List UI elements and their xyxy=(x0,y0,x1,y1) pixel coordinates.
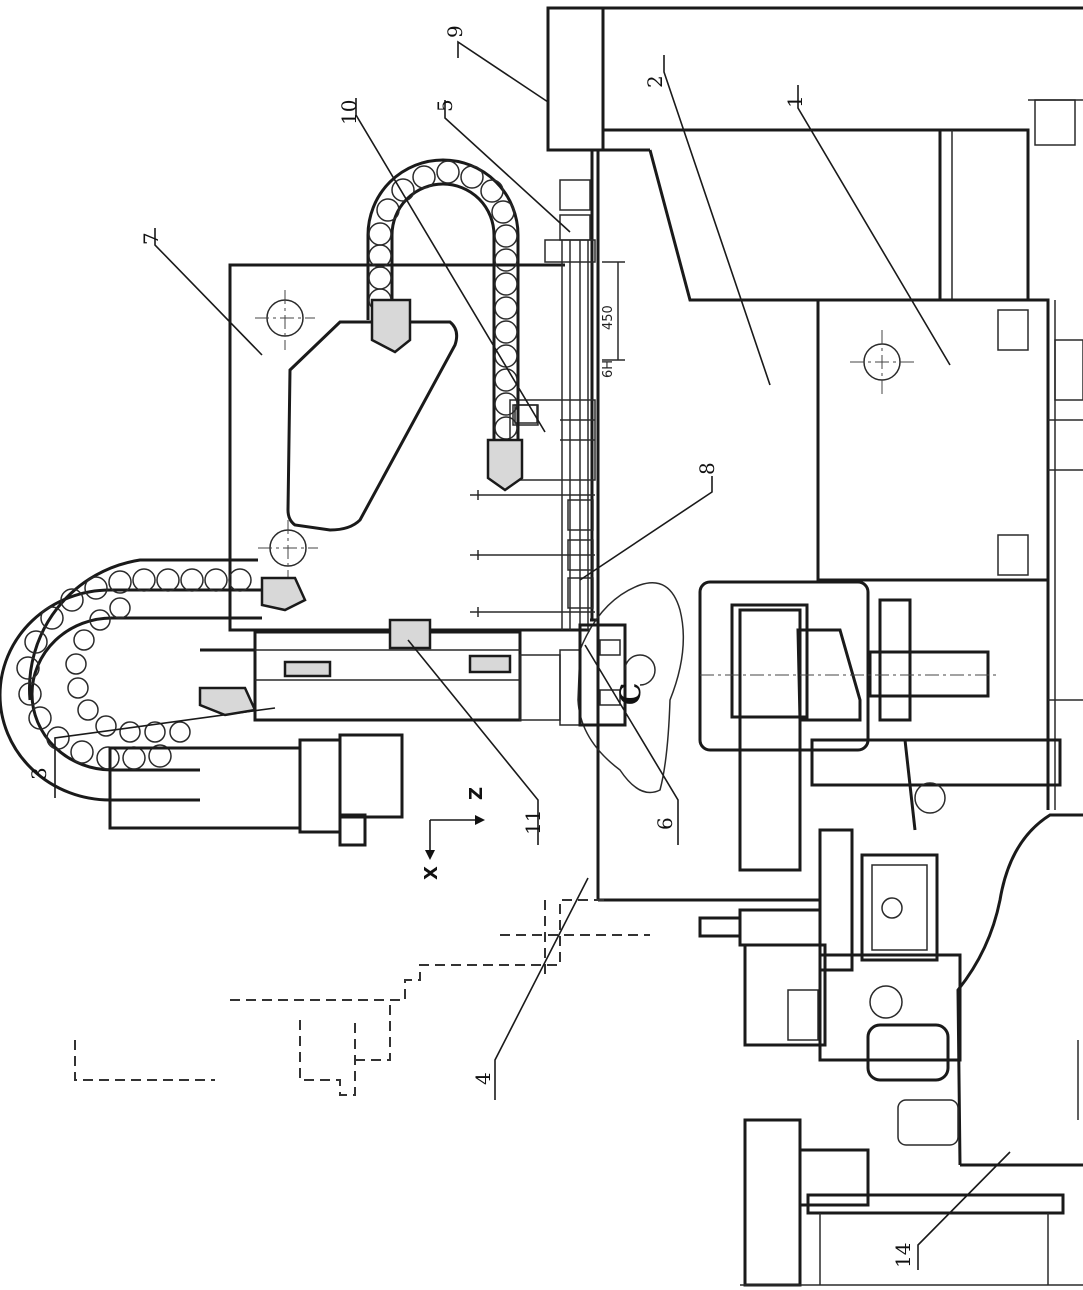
leader-1 xyxy=(797,85,951,366)
leader-5 xyxy=(444,100,571,233)
leader-7 xyxy=(154,228,263,356)
dimension-450-label: 450 xyxy=(601,305,616,330)
tool-slide xyxy=(200,618,581,726)
axis-indicator: Z X xyxy=(421,787,487,880)
label-2: 2 xyxy=(643,75,667,88)
leader-14 xyxy=(917,1151,1011,1270)
column-frame xyxy=(546,6,1083,302)
dimension-6h-label: 6H xyxy=(601,360,616,378)
label-7: 7 xyxy=(139,232,163,245)
chuck-spindle: C xyxy=(577,582,685,794)
label-1: 1 xyxy=(783,95,807,108)
c-axis-label: C xyxy=(614,683,647,705)
x-axis-label: X xyxy=(421,866,442,880)
cable-chain-upper xyxy=(366,158,524,492)
lower-turret xyxy=(698,828,962,1082)
cable-chain-lower xyxy=(0,558,307,802)
label-10: 10 xyxy=(337,100,361,125)
z-axis-label: Z xyxy=(466,787,487,800)
leader-10 xyxy=(355,98,546,433)
dimension-450: 450 6H xyxy=(601,261,625,378)
leader-2 xyxy=(663,55,771,386)
label-5: 5 xyxy=(433,99,457,112)
leader-8 xyxy=(579,476,713,581)
slide-body xyxy=(590,150,1083,902)
label-3: 3 xyxy=(27,767,51,780)
leader-6 xyxy=(584,644,679,845)
leader-11 xyxy=(407,639,539,845)
guide-ways xyxy=(470,179,596,630)
leader-3 xyxy=(54,707,276,798)
leader-lines xyxy=(54,40,1011,1270)
label-6: 6 xyxy=(653,817,677,830)
label-14: 14 xyxy=(891,1243,915,1268)
workpiece-spindle xyxy=(698,580,1062,872)
tailstock xyxy=(740,813,1083,1287)
motor xyxy=(108,733,404,847)
leader-9 xyxy=(457,40,549,103)
label-9: 9 xyxy=(443,25,467,38)
label-4: 4 xyxy=(471,1072,495,1085)
leader-4 xyxy=(494,877,589,1100)
label-8: 8 xyxy=(695,462,719,475)
part-labels: 9 2 1 5 10 7 8 3 11 6 4 14 xyxy=(27,25,915,1268)
label-11: 11 xyxy=(521,810,545,835)
phantom-outline xyxy=(74,899,650,1096)
